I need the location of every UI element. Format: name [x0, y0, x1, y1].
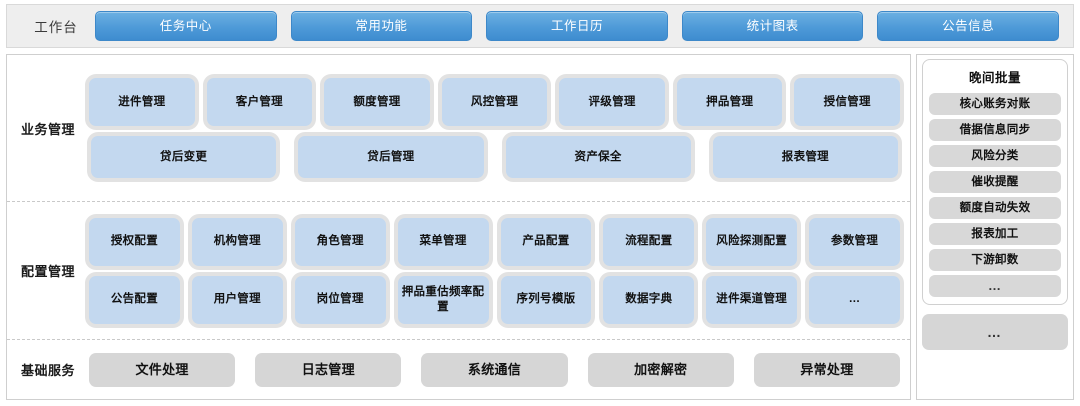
- card-credit-limit-management[interactable]: 额度管理: [324, 78, 430, 126]
- card-rating-management[interactable]: 评级管理: [559, 78, 665, 126]
- pill-risk-classification[interactable]: 风险分类: [929, 145, 1061, 167]
- section-label-basic: 基础服务: [20, 363, 75, 378]
- section-label-business: 业务管理: [20, 121, 75, 137]
- page-title: 工作台: [34, 20, 78, 35]
- section-config-management: 配置管理 授权配置 机构管理 角色管理 菜单管理 产品配置 流程配置 风险探测配…: [7, 201, 910, 339]
- section-basic-services: 基础服务 文件处理 日志管理 系统通信 加密解密 异常处理: [7, 339, 910, 399]
- section-label-config: 配置管理: [20, 264, 75, 279]
- config-row-2: 公告配置 用户管理 岗位管理 押品重估频率配置 序列号模版 数据字典 进件渠道管…: [89, 275, 900, 324]
- card-post-loan-change[interactable]: 贷后变更: [91, 136, 277, 178]
- config-row-1: 授权配置 机构管理 角色管理 菜单管理 产品配置 流程配置 风险探测配置 参数管…: [89, 217, 900, 266]
- pill-batch-more[interactable]: …: [929, 275, 1061, 297]
- section-body-basic: 文件处理 日志管理 系统通信 加密解密 异常处理: [89, 344, 901, 395]
- card-incoming-management[interactable]: 进件管理: [89, 78, 195, 126]
- card-exception-handling[interactable]: 异常处理: [753, 352, 901, 387]
- top-tab-bar: 工作台 任务中心 常用功能 工作日历 统计图表 公告信息: [6, 4, 1074, 48]
- pill-collection-reminder[interactable]: 催收提醒: [929, 171, 1061, 193]
- card-data-dictionary[interactable]: 数据字典: [603, 275, 695, 324]
- card-system-communication[interactable]: 系统通信: [421, 352, 568, 387]
- card-product-config[interactable]: 产品配置: [500, 217, 592, 266]
- section-body-business: 进件管理 客户管理 额度管理 风控管理 评级管理 押品管理 授信管理 贷后变更 …: [89, 63, 901, 193]
- card-process-config[interactable]: 流程配置: [603, 217, 695, 266]
- business-row-2: 贷后变更 贷后管理 资产保全 报表管理: [89, 136, 900, 178]
- module-map-frame: 业务管理 进件管理 客户管理 额度管理 风控管理 评级管理 押品管理 授信管理 …: [6, 54, 911, 400]
- card-risk-detection-config[interactable]: 风险探测配置: [706, 217, 798, 266]
- tab-list: 任务中心 常用功能 工作日历 统计图表 公告信息: [95, 11, 1063, 41]
- card-customer-management[interactable]: 客户管理: [206, 78, 313, 126]
- pill-core-account-reconciliation[interactable]: 核心账务对账: [929, 93, 1061, 115]
- night-batch-box: 晚间批量 核心账务对账 借据信息同步 风险分类 催收提醒 额度自动失效 报表加工…: [922, 59, 1068, 305]
- card-report-management[interactable]: 报表管理: [712, 136, 898, 178]
- pill-downstream-data-unload[interactable]: 下游卸数: [929, 249, 1061, 271]
- pill-iou-info-sync[interactable]: 借据信息同步: [929, 119, 1061, 141]
- card-user-management[interactable]: 用户管理: [191, 275, 283, 324]
- pill-report-processing[interactable]: 报表加工: [929, 223, 1061, 245]
- card-config-more[interactable]: …: [809, 275, 900, 324]
- tab-statistics-charts[interactable]: 统计图表: [681, 11, 864, 41]
- card-role-management[interactable]: 角色管理: [294, 217, 386, 266]
- card-incoming-channel-management[interactable]: 进件渠道管理: [706, 275, 798, 324]
- card-risk-control-management[interactable]: 风控管理: [441, 78, 548, 126]
- tab-common-functions[interactable]: 常用功能: [290, 11, 473, 41]
- card-asset-preservation[interactable]: 资产保全: [505, 136, 691, 178]
- pill-auto-limit-expiry[interactable]: 额度自动失效: [929, 197, 1061, 219]
- card-collateral-management[interactable]: 押品管理: [676, 78, 783, 126]
- card-log-management[interactable]: 日志管理: [255, 352, 402, 387]
- right-side-panel: 晚间批量 核心账务对账 借据信息同步 风险分类 催收提醒 额度自动失效 报表加工…: [916, 54, 1074, 400]
- card-collateral-revaluation-frequency-config[interactable]: 押品重估频率配置: [397, 275, 489, 324]
- night-batch-title: 晚间批量: [968, 71, 1021, 85]
- card-serial-number-template[interactable]: 序列号模版: [500, 275, 592, 324]
- tab-work-calendar[interactable]: 工作日历: [486, 11, 668, 41]
- card-post-loan-management[interactable]: 贷后管理: [298, 136, 484, 178]
- tab-task-center[interactable]: 任务中心: [95, 11, 277, 41]
- business-row-1: 进件管理 客户管理 额度管理 风控管理 评级管理 押品管理 授信管理: [89, 78, 901, 126]
- card-organization-management[interactable]: 机构管理: [191, 217, 283, 266]
- card-parameter-management[interactable]: 参数管理: [809, 217, 900, 266]
- card-position-management[interactable]: 岗位管理: [294, 275, 386, 324]
- tab-announcements[interactable]: 公告信息: [877, 11, 1059, 41]
- card-announcement-config[interactable]: 公告配置: [89, 275, 180, 324]
- card-encryption-decryption[interactable]: 加密解密: [587, 352, 734, 387]
- section-business-management: 业务管理 进件管理 客户管理 额度管理 风控管理 评级管理 押品管理 授信管理 …: [7, 55, 910, 201]
- card-authorization-config[interactable]: 授权配置: [89, 217, 180, 266]
- basic-row-1: 文件处理 日志管理 系统通信 加密解密 异常处理: [89, 352, 901, 387]
- card-right-more[interactable]: …: [922, 314, 1068, 350]
- section-body-config: 授权配置 机构管理 角色管理 菜单管理 产品配置 流程配置 风险探测配置 参数管…: [89, 208, 900, 333]
- card-menu-management[interactable]: 菜单管理: [397, 217, 489, 266]
- card-credit-granting-management[interactable]: 授信管理: [794, 78, 901, 126]
- card-file-processing[interactable]: 文件处理: [89, 352, 236, 387]
